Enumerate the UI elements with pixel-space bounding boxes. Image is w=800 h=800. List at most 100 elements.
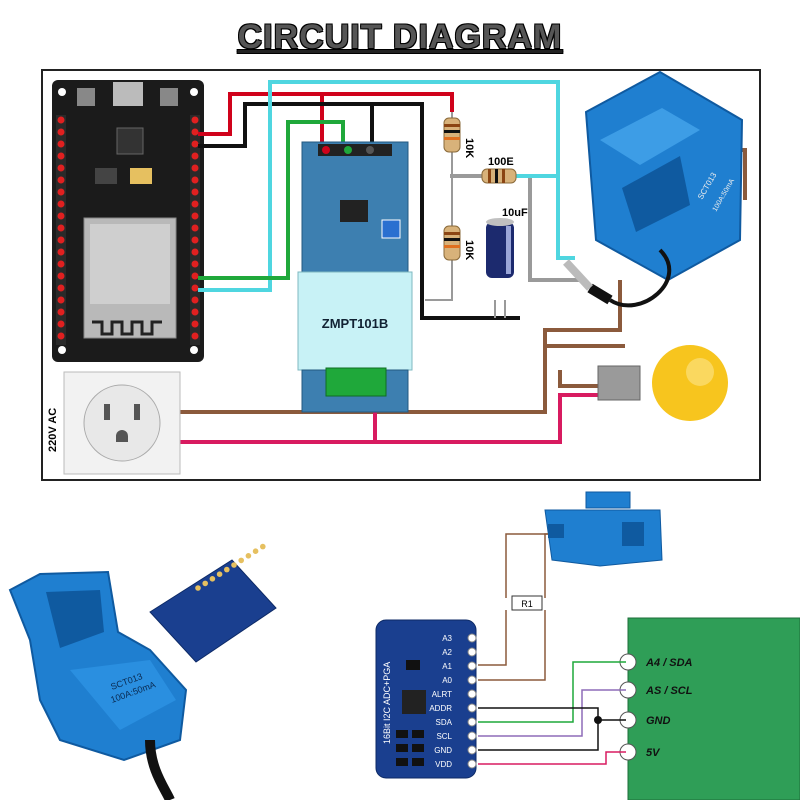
wire-black-gnd — [198, 102, 520, 320]
light-bulb — [597, 345, 728, 421]
adc-pin — [467, 703, 477, 713]
esp-pin — [57, 272, 65, 280]
resistor-r1-10k — [443, 117, 461, 153]
esp-pin — [57, 128, 65, 136]
power-socket — [63, 371, 181, 475]
adc-pin-label: A0 — [442, 676, 452, 685]
esp-pin — [57, 116, 65, 124]
adc-pin — [467, 633, 477, 643]
adc-photo-pin — [260, 543, 266, 550]
esp-pin — [191, 140, 199, 148]
zmpt101b-module — [297, 141, 413, 413]
esp-pin — [57, 248, 65, 256]
adc-pin — [467, 647, 477, 657]
gnd-junction — [594, 716, 602, 724]
cap-label: 10uF — [502, 207, 528, 219]
mcu-pin-label: 5V — [646, 747, 661, 759]
esp-pin — [191, 320, 199, 328]
adc-pin — [467, 745, 477, 755]
adc-photo-pin — [216, 571, 223, 577]
esp-pin — [191, 248, 199, 256]
adc-pin-label: A3 — [442, 634, 452, 643]
esp-pin — [57, 164, 65, 172]
adc-pin — [467, 759, 477, 769]
esp-pin — [191, 128, 199, 136]
schematic-wires — [478, 533, 626, 765]
esp-pin — [57, 212, 65, 220]
r1-schematic-label: R1 — [521, 599, 533, 609]
adc-photo-pin — [245, 553, 252, 559]
mcu-board — [627, 617, 800, 800]
esp-pin — [57, 236, 65, 244]
usb-port — [113, 82, 143, 106]
wire-cyan — [198, 80, 575, 292]
esp-pin — [191, 332, 199, 340]
mcu-pin-label: A4 / SDA — [645, 657, 693, 669]
adc-pin — [467, 717, 477, 727]
voltage-label: 220V AC — [47, 408, 59, 452]
esp-pin — [191, 308, 199, 316]
adc-photo-pin — [252, 548, 259, 554]
wire-green — [198, 120, 345, 280]
ct-sensor-photo — [8, 570, 188, 800]
esp-pin — [57, 152, 65, 160]
resistor-r1 — [511, 595, 543, 611]
wire-red-vin — [198, 92, 454, 136]
adc-pin — [467, 731, 477, 741]
adc-module — [375, 619, 477, 779]
esp-pin — [57, 284, 65, 292]
esp-pin — [57, 140, 65, 148]
esp-pin — [191, 260, 199, 268]
ct-top-cable — [608, 248, 672, 308]
audio-jack — [587, 283, 613, 305]
adc-pin-label: GND — [434, 746, 452, 755]
esp-pin — [57, 224, 65, 232]
esp-pin — [191, 284, 199, 292]
adc-pin-label: VDD — [435, 760, 452, 769]
adc-photo-pin — [209, 576, 216, 582]
mcu-pin-label: AS / SCL — [645, 685, 693, 697]
adc-pin-label: ALRT — [432, 690, 452, 699]
esp-pin — [191, 176, 199, 184]
esp-pin — [57, 320, 65, 328]
resistor-r3-10k — [443, 225, 461, 261]
ct-sensor-top — [584, 70, 744, 282]
esp-pin — [57, 200, 65, 208]
adc-pin-label: ADDR — [429, 704, 452, 713]
adc-photo-pin — [202, 580, 208, 587]
adc-photo-pin — [224, 566, 230, 573]
capacitor-10uf — [486, 218, 514, 278]
esp-pin — [57, 296, 65, 304]
r2-label: 100E — [488, 156, 514, 168]
esp-pin — [191, 296, 199, 304]
mcu-pin-label: GND — [646, 715, 671, 727]
esp-pin — [191, 224, 199, 232]
adc-photo-pin — [238, 557, 244, 564]
adc-pin — [467, 675, 477, 685]
esp-pin — [57, 332, 65, 340]
adc-title: 16Bit I2C ADC+PGA — [382, 662, 392, 744]
adc-pin — [467, 689, 477, 699]
esp-pin — [191, 236, 199, 244]
adc-pin-label: A2 — [442, 648, 452, 657]
adc-pin-label: A1 — [442, 662, 452, 671]
ct-sensor-bottom — [544, 491, 663, 567]
esp-pin — [191, 272, 199, 280]
adc-pin-label: SCL — [436, 732, 452, 741]
adc-smd-parts — [396, 660, 424, 766]
esp-pin — [57, 260, 65, 268]
esp-pin — [57, 308, 65, 316]
resistor-r2-100e — [481, 168, 517, 184]
esp-pin — [57, 188, 65, 196]
r3-label: 10K — [463, 240, 475, 260]
esp-pin — [191, 200, 199, 208]
adc-pin-label: SDA — [436, 718, 453, 727]
adc-photo-pin — [195, 585, 201, 591]
esp-pin — [191, 188, 199, 196]
diagram-title: CIRCUIT DIAGRAM — [237, 18, 563, 56]
r1-label: 10K — [463, 138, 475, 158]
esp-pin — [191, 116, 199, 124]
esp32-board — [52, 80, 204, 362]
esp-pin — [57, 176, 65, 184]
